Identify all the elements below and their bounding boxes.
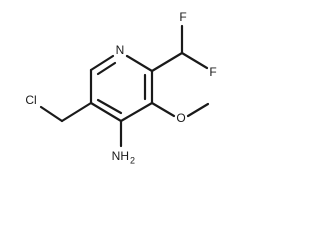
bond-c5-ch2 (60, 101, 93, 123)
atom-label-ring-nitrogen: N (116, 43, 125, 57)
amine-label-subscript: 2 (130, 155, 135, 165)
bond-o-ch3 (186, 102, 210, 118)
bond-c6-n1 (89, 54, 115, 72)
amine-label-main: NH (112, 149, 129, 163)
chemical-structure-diagram: N F F O Cl NH 2 (25, 10, 216, 165)
atom-label-amine: NH 2 (112, 149, 135, 165)
bond-c4-c5 (89, 101, 123, 123)
atom-label-methoxy-oxygen: O (176, 111, 185, 125)
pyridine-ring (89, 54, 154, 123)
atom-label-fluorine-lower: F (209, 65, 216, 79)
bond-chf2-f-lower (180, 51, 209, 70)
atom-label-fluorine-upper: F (179, 10, 186, 24)
bond-ch2-cl (39, 105, 64, 123)
bond-c2-chf2 (150, 51, 184, 73)
methoxy-group (150, 101, 210, 118)
bond-c3-c4 (119, 101, 154, 123)
chloromethyl-group (39, 101, 93, 123)
double-bond-inner-c6-n1 (96, 61, 117, 76)
difluoromethyl-group (150, 24, 209, 73)
atom-label-chlorine: Cl (25, 93, 36, 107)
bond-n1-c2 (125, 54, 154, 73)
double-bond-inner-c4-c5 (96, 98, 123, 115)
bond-c3-o (150, 101, 176, 118)
